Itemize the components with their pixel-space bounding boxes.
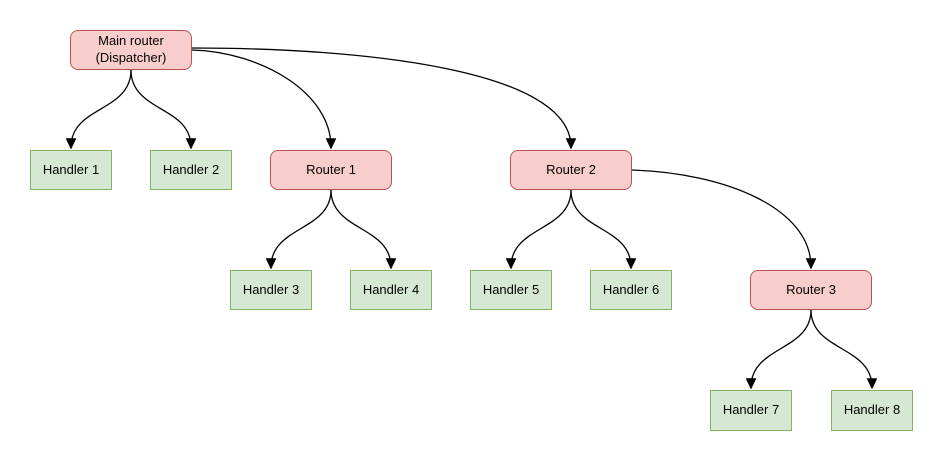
edge-main-router-to-router-2 <box>191 47 571 147</box>
node-router-2: Router 2 <box>510 150 632 190</box>
node-handler-7: Handler 7 <box>710 390 792 431</box>
edge-main-router-to-handler-1 <box>71 69 132 147</box>
edge-router-1-to-handler-3 <box>271 189 332 267</box>
node-handler-8: Handler 8 <box>831 390 913 431</box>
node-main-router: Main router (Dispatcher) <box>70 30 192 70</box>
edge-router-2-to-handler-6 <box>570 189 631 267</box>
node-handler-6: Handler 6 <box>590 270 672 310</box>
node-handler-4: Handler 4 <box>350 270 432 310</box>
edge-router-3-to-handler-7 <box>751 309 812 387</box>
node-handler-2: Handler 2 <box>150 150 232 190</box>
node-handler-3: Handler 3 <box>230 270 312 310</box>
edge-router-1-to-handler-4 <box>330 189 391 267</box>
node-router-1: Router 1 <box>270 150 392 190</box>
edge-main-router-to-handler-2 <box>130 69 191 147</box>
node-handler-1: Handler 1 <box>30 150 112 190</box>
edge-router-2-to-router-3 <box>631 169 811 267</box>
edge-router-3-to-handler-8 <box>810 309 872 387</box>
edge-main-router-to-router-1 <box>191 49 331 147</box>
node-router-3: Router 3 <box>750 270 872 310</box>
node-handler-5: Handler 5 <box>470 270 552 310</box>
edge-router-2-to-handler-5 <box>511 189 572 267</box>
